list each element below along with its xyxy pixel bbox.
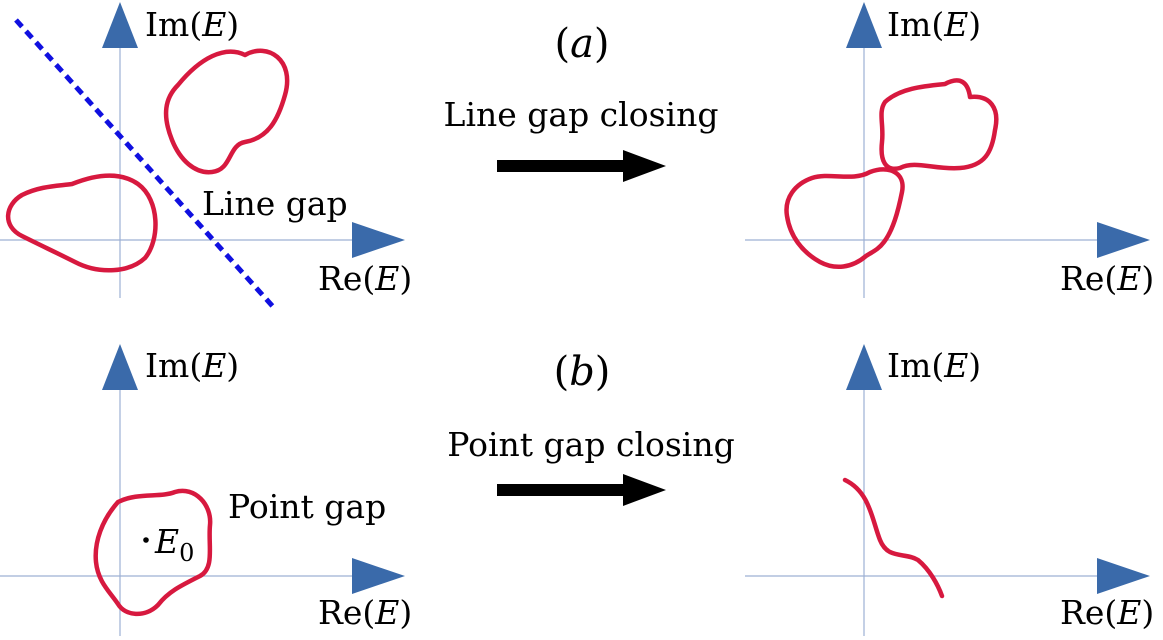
panel-b-left-plane: Im(E) Re(E) E0 Point gap [0, 344, 412, 636]
energy-loop-lower [5, 173, 158, 273]
panel-b-label: (b) [554, 349, 611, 395]
point-e0-dot [143, 537, 149, 543]
panel-b-transition-label: Point gap closing [447, 425, 734, 464]
im-axis-label: Im(E) [887, 5, 981, 44]
transition-arrow-icon [497, 474, 666, 506]
energy-loop-upper [163, 48, 290, 175]
energy-loop-upper [879, 78, 999, 171]
re-axis-label: Re(E) [1060, 593, 1154, 632]
panel-a-left-plane: Im(E) Re(E) Line gap [0, 2, 412, 312]
im-axis-arrow-icon [846, 2, 882, 48]
im-axis-label: Im(E) [145, 346, 239, 385]
energy-arc [842, 477, 945, 599]
im-axis-arrow-icon [102, 2, 138, 48]
panel-a-right-plane: Im(E) Re(E) [745, 2, 1154, 298]
line-gap-dashed [14, 18, 278, 312]
re-axis-arrow-icon [352, 558, 405, 594]
re-axis-arrow-icon [1097, 558, 1150, 594]
panel-a-transition-label: Line gap closing [444, 95, 719, 134]
transition-arrow-icon [497, 150, 666, 182]
im-axis-label: Im(E) [887, 346, 981, 385]
panel-b-transition: (b) Point gap closing [447, 349, 735, 506]
re-axis-arrow-icon [1097, 222, 1150, 258]
point-gap-label: Point gap [228, 487, 386, 526]
energy-loop [93, 488, 213, 617]
re-axis-label: Re(E) [318, 593, 412, 632]
re-axis-label: Re(E) [318, 259, 412, 298]
im-axis-label: Im(E) [145, 5, 239, 44]
im-axis-arrow-icon [846, 344, 882, 390]
panel-b-right-plane: Im(E) Re(E) [745, 344, 1154, 636]
energy-loop-lower [784, 167, 905, 270]
re-axis-label: Re(E) [1060, 259, 1154, 298]
panel-a-transition: (a) Line gap closing [444, 21, 719, 182]
panel-a-label: (a) [554, 21, 609, 67]
line-gap-label: Line gap [202, 184, 348, 223]
point-e0-label: E0 [154, 522, 194, 567]
im-axis-arrow-icon [102, 344, 138, 390]
re-axis-arrow-icon [352, 222, 405, 258]
